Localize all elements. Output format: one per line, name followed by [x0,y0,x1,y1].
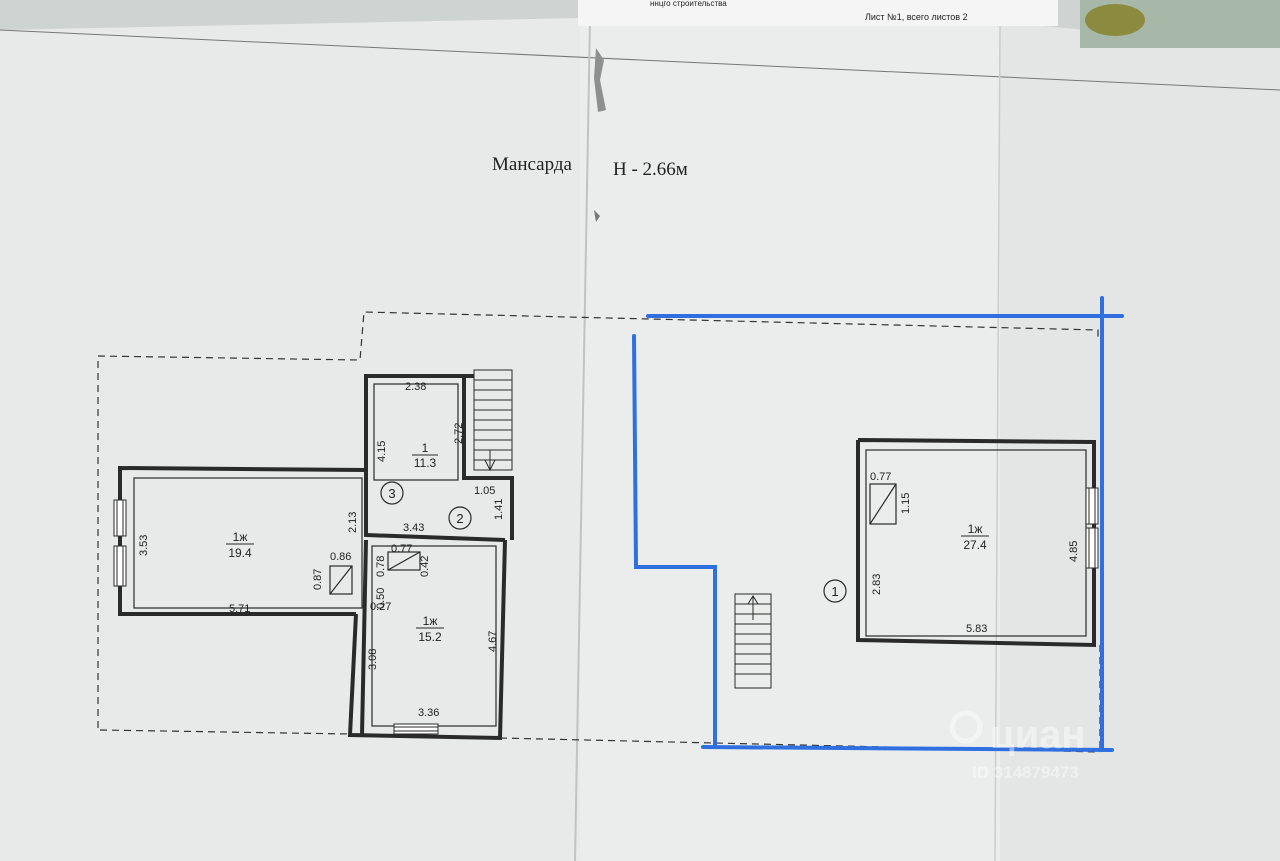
dimension-label: 1.05 [474,485,495,497]
svg-text:11.3: 11.3 [414,456,437,470]
dimension-label: 0.50 [375,588,387,609]
room-label: 1ж 27.4 [961,522,989,552]
svg-text:27.4: 27.4 [963,538,987,552]
svg-text:19.4: 19.4 [228,546,252,560]
plan-title: Мансарда [492,154,573,175]
dimension-label: 2.83 [871,574,883,595]
dimension-label: 2.38 [405,381,426,393]
dimension-label: 3.36 [418,707,439,719]
sheet-number: Лист №1, всего листов 2 [865,12,968,22]
watermark-brand: циан [990,713,1086,757]
dimension-label: 5.71 [229,603,250,615]
svg-text:1: 1 [831,584,838,599]
dimension-label: 0.27 [370,601,391,613]
document-strip [578,0,1058,26]
dimension-label: 5.83 [966,623,987,635]
strip-text: ннцго строительства [650,0,727,8]
dimension-label: 0.78 [375,556,387,577]
dimension-label: 0.86 [330,551,351,563]
dimension-label: 0.77 [870,471,891,483]
watermark: циан ID 314879473 [949,710,1086,782]
marker-2: 2 [448,506,472,530]
svg-text:3: 3 [388,486,395,501]
svg-text:1ж: 1ж [233,530,248,544]
right-walls [856,438,1096,648]
dimension-label: 0.87 [312,569,324,590]
svg-text:15.2: 15.2 [418,630,442,644]
dimension-label: 0.42 [419,556,431,577]
marker-3: 3 [380,481,404,505]
svg-text:1: 1 [422,441,429,455]
left-walls [118,374,514,741]
ceiling-height: H - 2.66м [613,159,688,180]
watermark-id: ID 314879473 [972,763,1079,782]
vent-shaft [869,483,897,525]
vent-shaft [329,565,353,595]
dimension-label: 1.15 [900,493,912,514]
left-staircase [473,369,513,472]
dimension-label: 3.43 [403,522,424,534]
dimension-label: 4.85 [1068,541,1080,562]
dimension-label: 1.41 [493,499,505,520]
dimension-label: 3.08 [367,649,379,670]
marker-1: 1 [823,579,847,603]
dimension-label: 2.72 [453,423,465,444]
room-label: 1ж 19.4 [226,530,254,560]
room-label: 1ж 15.2 [416,614,444,644]
right-staircase [734,593,772,689]
svg-text:1ж: 1ж [423,614,438,628]
svg-text:2: 2 [456,511,463,526]
dimension-label: 2.13 [347,512,359,533]
vent-shaft [387,551,421,571]
window [1085,487,1099,569]
dimension-label: 0.77 [391,543,412,555]
dimension-label: 4.15 [376,441,388,462]
dimension-label: 3.53 [138,535,150,556]
highlighted-area [632,296,1124,752]
tear-mark [594,48,606,112]
dimension-label: 4.67 [487,631,499,652]
window [113,499,439,735]
cian-logo-icon [949,710,983,744]
svg-text:1ж: 1ж [968,522,983,536]
room-label: 1 11.3 [412,441,438,470]
